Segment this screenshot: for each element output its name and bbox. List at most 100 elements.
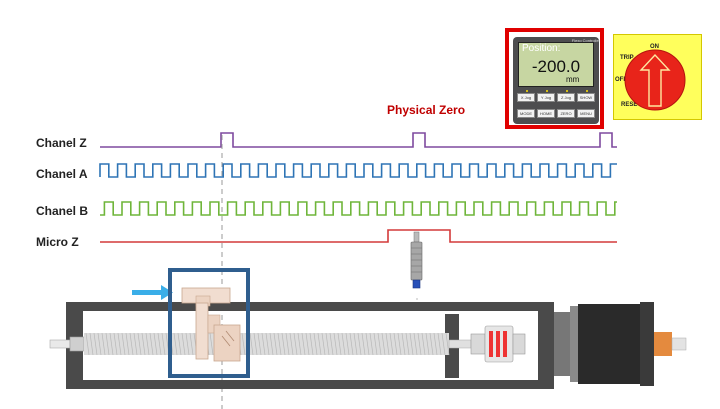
switch-on-label: ON — [650, 44, 659, 50]
screw-thread-line — [405, 332, 410, 356]
screw-thread-line — [445, 332, 450, 356]
screw-thread-line — [301, 332, 306, 356]
screw-thread-line — [381, 332, 386, 356]
screw-thread-line — [85, 332, 90, 356]
screw-thread-line — [297, 332, 302, 356]
led-2 — [546, 90, 548, 92]
screw-thread-line — [329, 332, 334, 356]
screw-thread-line — [97, 332, 102, 356]
micro-z-trace — [100, 229, 617, 243]
screw-thread-line — [317, 332, 322, 356]
screw-thread-line — [161, 332, 166, 356]
screw-thread-line — [153, 332, 158, 356]
screw-thread-line — [365, 332, 370, 356]
screw-thread-line — [385, 332, 390, 356]
controller-button-4[interactable]: SHOW — [577, 93, 595, 102]
screw-thread-line — [309, 332, 314, 356]
switch-off-label: OFF — [615, 77, 627, 83]
screw-thread-line — [401, 332, 406, 356]
led-4 — [586, 90, 588, 92]
screw-thread-line — [281, 332, 286, 356]
screw-thread-line — [321, 332, 326, 356]
micro-z-label: Micro Z — [36, 235, 79, 249]
screw-thread-line — [393, 332, 398, 356]
chanel-b-trace — [100, 201, 617, 216]
position-value: -200.0 — [531, 57, 581, 76]
controller-brand: Flexo Controller — [571, 38, 600, 43]
screw-thread-line — [249, 332, 254, 356]
screw-thread-line — [149, 332, 154, 356]
screw-thread-line — [137, 332, 142, 356]
chanel-z-label: Chanel Z — [36, 136, 87, 150]
controller-lcd — [518, 42, 594, 87]
screw-thread-line — [289, 332, 294, 356]
controller-button-3[interactable]: Z Jog — [557, 93, 575, 102]
controller-button-7[interactable]: ZERO — [557, 109, 575, 118]
screw-thread-line — [425, 332, 430, 356]
screw-thread-line — [273, 332, 278, 356]
screw-thread-line — [437, 332, 442, 356]
screw-thread-line — [145, 332, 150, 356]
screw-thread-line — [89, 332, 94, 356]
carriage-highlight-frame — [168, 268, 250, 378]
screw-thread-line — [277, 332, 282, 356]
controller-highlight-frame — [505, 28, 604, 129]
screw-thread-line — [409, 332, 414, 356]
screw-thread-line — [109, 332, 114, 356]
screw-thread-line — [417, 332, 422, 356]
screw-thread-line — [433, 332, 438, 356]
carriage-assembly — [181, 287, 241, 362]
screw-thread-line — [413, 332, 418, 356]
direction-arrow-icon — [132, 285, 173, 300]
screw-thread-line — [313, 332, 318, 356]
screw-thread-line — [293, 332, 298, 356]
position-label: Position: — [522, 43, 561, 54]
screw-thread-line — [341, 332, 346, 356]
screw-thread-line — [353, 332, 358, 356]
screw-thread-line — [441, 332, 446, 356]
screw-thread-line — [181, 332, 186, 356]
screw-thread-line — [189, 332, 194, 356]
screw-thread-line — [369, 332, 374, 356]
led-3 — [566, 90, 568, 92]
shaft-coupling — [470, 325, 526, 363]
proximity-sensor — [410, 231, 423, 289]
screw-thread-line — [337, 332, 342, 356]
screw-thread-line — [361, 332, 366, 356]
actuator-frame — [66, 302, 554, 389]
controller-button-1[interactable]: X Jog — [517, 93, 535, 102]
screw-thread-line — [105, 332, 110, 356]
screw-thread-line — [333, 332, 338, 356]
screw-thread-line — [173, 332, 178, 356]
screw-thread-line — [113, 332, 118, 356]
screw-thread-line — [325, 332, 330, 356]
physical-zero-label: Physical Zero — [387, 103, 466, 117]
screw-thread-line — [157, 332, 162, 356]
screw-thread-line — [349, 332, 354, 356]
screw-thread-line — [93, 332, 98, 356]
controller-button-2[interactable]: Y Jog — [537, 93, 555, 102]
screw-thread-line — [421, 332, 426, 356]
position-unit: mm — [566, 75, 580, 84]
controller-button-5[interactable]: MODE — [517, 109, 535, 118]
screw-thread-line — [397, 332, 402, 356]
screw-thread-line — [269, 332, 274, 356]
screw-thread-line — [377, 332, 382, 356]
screw-thread-line — [261, 332, 266, 356]
chanel-b-label: Chanel B — [36, 204, 89, 218]
stepper-motor — [554, 302, 687, 386]
screw-thread-line — [253, 332, 258, 356]
screw-thread-line — [389, 332, 394, 356]
screw-thread-line — [373, 332, 378, 356]
screw-thread-line — [185, 332, 190, 356]
controller-button-8[interactable]: MENU — [577, 109, 595, 118]
led-1 — [526, 90, 528, 92]
screw-thread-line — [257, 332, 262, 356]
screw-thread-line — [241, 332, 246, 356]
screw-thread-line — [305, 332, 310, 356]
controller-button-6[interactable]: HOME — [537, 109, 555, 118]
screw-thread-line — [129, 332, 134, 356]
lead-screw — [49, 332, 472, 356]
